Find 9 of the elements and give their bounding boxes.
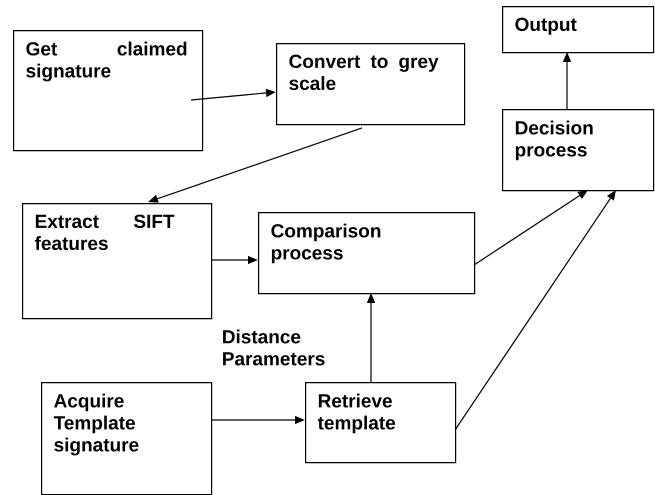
process-box: Acquire Template signature [41,382,212,495]
process-box: Output [502,6,654,54]
process-box: Decision process [502,109,654,192]
process-box: Comparison process [258,212,476,294]
process-box: Convert to grey scale [276,43,466,126]
process-box: Get claimed signature [13,30,204,152]
process-box: Extract SIFT features [22,203,212,320]
edge-label: Distance Parameters [223,330,325,366]
process-box: Retrieve template [305,382,456,464]
